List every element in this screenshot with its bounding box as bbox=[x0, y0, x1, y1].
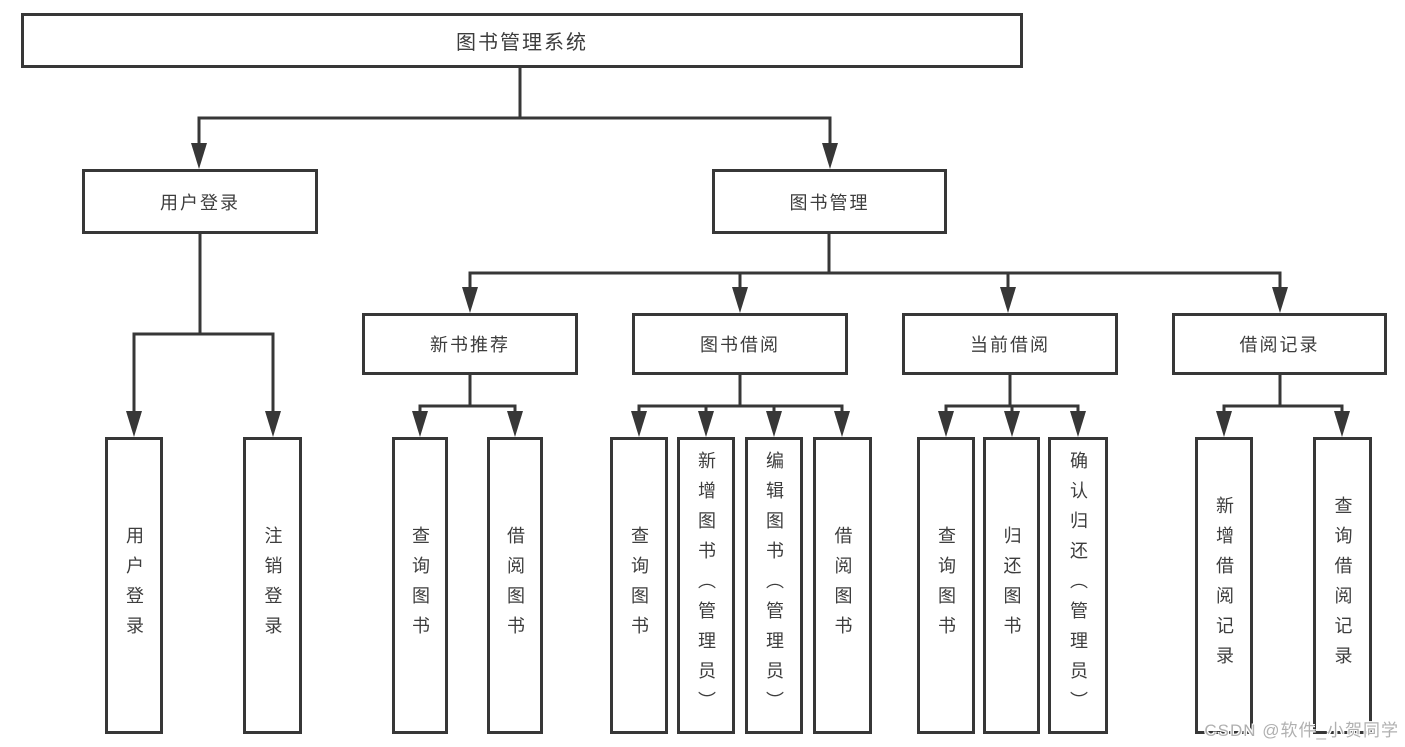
arrow-down-icon bbox=[191, 143, 207, 169]
leaf-newbook-borrow-books: 借阅图书 bbox=[487, 437, 543, 734]
arrow-down-icon bbox=[507, 411, 523, 437]
node-book-management: 图书管理 bbox=[712, 169, 947, 234]
arrow-down-icon bbox=[766, 411, 782, 437]
leaf-label: 新增图书（管理员） bbox=[696, 450, 716, 721]
leaf-label: 注销登录 bbox=[262, 525, 283, 646]
node-label: 当前借阅 bbox=[970, 335, 1050, 355]
leaf-borrow-query-books: 查询图书 bbox=[610, 437, 668, 734]
leaf-label: 新增借阅记录 bbox=[1214, 495, 1234, 676]
leaf-current-return-books: 归还图书 bbox=[983, 437, 1040, 734]
connector-newbook-rail bbox=[418, 404, 517, 418]
arrow-down-icon bbox=[1004, 411, 1020, 437]
arrow-down-icon bbox=[412, 411, 428, 437]
leaf-label: 确认归还（管理员） bbox=[1068, 450, 1088, 721]
leaf-label: 查询图书 bbox=[936, 525, 956, 646]
node-book-borrowing: 图书借阅 bbox=[632, 313, 848, 375]
leaf-label: 查询借阅记录 bbox=[1332, 495, 1353, 676]
leaf-records-add-record: 新增借阅记录 bbox=[1195, 437, 1253, 734]
arrow-down-icon bbox=[732, 287, 748, 313]
node-new-book-recommend: 新书推荐 bbox=[362, 313, 578, 375]
arrow-down-icon bbox=[126, 411, 142, 437]
leaf-user-login: 用户登录 bbox=[105, 437, 163, 734]
arrow-down-icon bbox=[631, 411, 647, 437]
arrow-down-icon bbox=[1000, 287, 1016, 313]
arrow-down-icon bbox=[822, 143, 838, 169]
leaf-borrow-add-books-admin: 新增图书（管理员） bbox=[677, 437, 735, 734]
leaf-current-confirm-return-admin: 确认归还（管理员） bbox=[1048, 437, 1108, 734]
arrow-down-icon bbox=[698, 411, 714, 437]
leaf-borrow-borrow-books: 借阅图书 bbox=[813, 437, 872, 734]
node-library-management-system: 图书管理系统 bbox=[21, 13, 1023, 68]
connector-userlogin-rail bbox=[132, 332, 275, 418]
arrow-down-icon bbox=[1334, 411, 1350, 437]
arrowheads bbox=[126, 143, 1350, 437]
arrow-down-icon bbox=[834, 411, 850, 437]
leaf-newbook-query-books: 查询图书 bbox=[392, 437, 448, 734]
node-label: 新书推荐 bbox=[430, 335, 510, 355]
node-label: 图书管理系统 bbox=[456, 32, 588, 54]
node-user-login: 用户登录 bbox=[82, 169, 318, 234]
node-label: 图书借阅 bbox=[700, 335, 780, 355]
arrow-down-icon bbox=[1272, 287, 1288, 313]
leaf-current-query-books: 查询图书 bbox=[917, 437, 975, 734]
node-label: 用户登录 bbox=[160, 192, 240, 213]
node-current-borrowing: 当前借阅 bbox=[902, 313, 1118, 375]
connector-records-rail bbox=[1222, 404, 1344, 418]
leaf-label: 借阅图书 bbox=[832, 525, 853, 646]
leaf-label: 借阅图书 bbox=[505, 525, 525, 646]
connector-bookborrow-rail bbox=[637, 404, 844, 418]
arrow-down-icon bbox=[462, 287, 478, 313]
leaf-records-query-record: 查询借阅记录 bbox=[1313, 437, 1372, 734]
node-label: 借阅记录 bbox=[1239, 335, 1320, 355]
leaf-label: 查询图书 bbox=[629, 525, 649, 646]
leaf-logout: 注销登录 bbox=[243, 437, 302, 734]
arrow-down-icon bbox=[1216, 411, 1232, 437]
csdn-watermark: CSDN @软件_小贺同学 bbox=[1204, 721, 1399, 740]
node-borrowing-records: 借阅记录 bbox=[1172, 313, 1387, 375]
node-label: 图书管理 bbox=[789, 192, 870, 213]
leaf-label: 编辑图书（管理员） bbox=[764, 450, 784, 721]
arrow-down-icon bbox=[1070, 411, 1086, 437]
leaf-label: 用户登录 bbox=[124, 525, 144, 646]
connector-level2-rail bbox=[197, 116, 832, 164]
leaf-borrow-edit-books-admin: 编辑图书（管理员） bbox=[745, 437, 803, 734]
connector-level3-rail bbox=[468, 271, 1282, 294]
arrow-down-icon bbox=[265, 411, 281, 437]
arrow-down-icon bbox=[938, 411, 954, 437]
leaf-label: 查询图书 bbox=[410, 525, 430, 646]
leaf-label: 归还图书 bbox=[1001, 525, 1022, 646]
